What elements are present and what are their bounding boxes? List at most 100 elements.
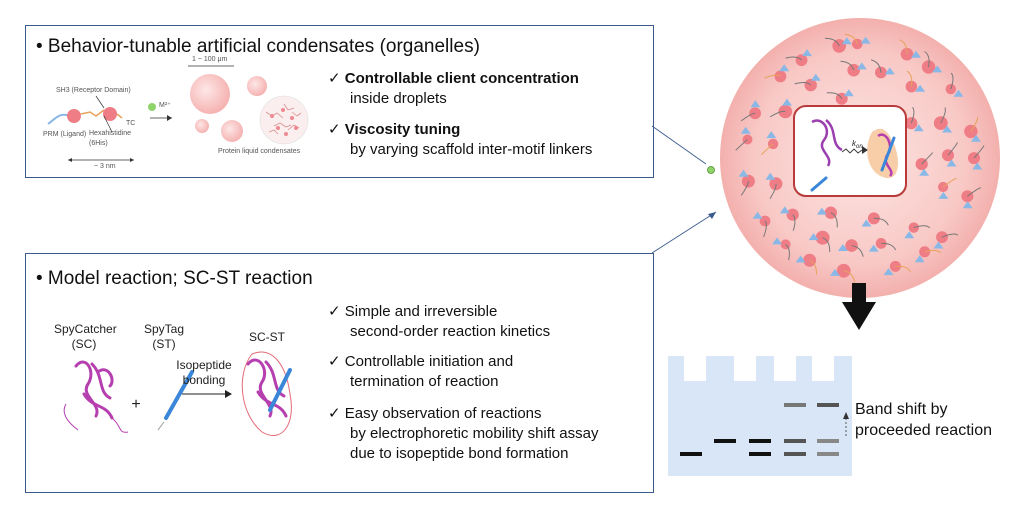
scaffold-domain [961,190,974,203]
scaffold-ligand [738,169,749,177]
scaffold-ligand [868,244,879,252]
scaffold-linker [740,181,749,196]
scaffold-domain [804,78,817,92]
range-label: 1 ~ 100 μm [192,56,228,63]
scaffold-domain [867,212,880,225]
scaffold-ligand [837,244,848,251]
scaffold-linker [769,110,786,118]
scaffold-ligand [795,255,806,263]
scaffold-ligand [752,211,763,219]
scaffold-ligand [808,233,819,241]
scaffold-domain [815,230,830,245]
tc-label: TC [126,120,136,127]
check-icon: ✓ [328,353,341,370]
his-label: Hexahistidine [89,130,132,137]
scaffold-ligand [942,125,953,133]
check-icon: ✓ [328,303,341,320]
scaffold-ligand [938,191,949,199]
scaffold-linker [840,60,855,71]
scaffold-ligand [884,67,895,75]
scaffold-linker [906,70,913,87]
scaffold-ligand [946,159,957,167]
scaffold-linker [809,259,817,275]
scaffold-domain [921,60,936,74]
condensates-panel-title: • Behavior-tunable artificial condensate… [36,36,480,57]
scaffold-domain [795,54,808,67]
scaffold-ligand [919,168,930,176]
scaffold-linker [740,112,756,122]
scaffold-domain [832,39,846,53]
scaffold-domain [908,222,919,233]
his-label-2: (6His) [89,140,108,147]
scaffold-ligand [772,237,783,245]
scaffold-ligand [932,65,943,73]
metal-ion-dot [707,166,715,174]
feature-title: Controllable client concentration [344,70,579,87]
scaffold-domain [905,117,918,130]
scaffold-linker [735,139,748,151]
scaffold-linker [910,106,915,124]
feature-detail: by varying scaffold inter-motif linkers [350,141,593,158]
scaffold-domain [889,260,901,272]
scaffold-ligand [933,241,944,249]
scaffold-ligand [913,124,924,132]
scaffold-ligand [883,268,894,276]
scaffold-ligand [802,49,812,57]
scaffold-linker [873,217,889,226]
scaffold-ligand [904,231,915,239]
band-shift-annotation: Band shift by proceeded reaction [855,401,992,439]
scaffold-domain [852,38,863,50]
scaffold-ligand [915,84,926,92]
spycatcher-label: SpyCatcher(SC) [54,322,117,351]
model-reaction-panel: • Model reaction; SC-ST reaction SpyCatc… [25,253,654,493]
scaffold-domain [915,158,928,171]
scaffold-domain [769,177,783,191]
scaffold-linker [940,107,946,124]
check-icon: ✓ [328,70,341,87]
scaffold-linker [924,249,942,254]
gel-bands-icon [668,356,852,476]
scaffold-ligand [816,207,827,215]
scaffold-domain [900,47,914,61]
check-icon: ✓ [328,405,341,422]
scaffold-linker [792,214,796,231]
feature-observation: ✓ Easy observation of reactions by elect… [328,405,599,462]
scaffold-domain [836,263,851,278]
scaffold-linker [824,37,840,47]
check-icon: ✓ [328,121,341,138]
scaffold-domain [767,138,779,150]
scaffold-linker [942,177,957,188]
scaffold-ligand [972,162,983,170]
scaffold-linker [970,116,979,132]
scaffold-ligand [782,98,792,106]
scaffold-linker [899,39,908,55]
scaffold-ligand [856,62,867,70]
scaffold-linker [851,245,864,257]
scaffold-domain [742,134,753,145]
scaffold-ligand [829,268,840,276]
scaffold-linker [769,183,777,199]
scaffold-domain [835,92,848,105]
scaffold-linker [763,220,767,238]
scaffold-ligand [911,50,921,58]
scaffold-ligand [810,73,821,81]
scaffold-linker [950,72,954,90]
scaffold-domain [875,238,887,249]
scaffold-ligand [779,206,790,214]
sc-st-label: SC-ST [249,330,285,344]
scaffold-ligand [971,134,981,142]
scaffold-domain [774,70,787,83]
metal-label: M²⁺ [159,102,171,109]
scaffold-linker [941,233,959,238]
scaffold-domain [936,231,948,244]
scaffold-ligand [914,255,925,263]
scaffold-linker [785,243,790,261]
scaffold-domain [938,181,949,193]
scaffold-domain [847,63,860,77]
scaffold-linker [924,51,930,68]
scaffold-linker [895,265,911,273]
scaffold-domain [786,208,799,221]
scaffold-ligand [962,201,973,209]
scaffold-linker [844,33,858,45]
down-arrow-icon [842,283,876,330]
